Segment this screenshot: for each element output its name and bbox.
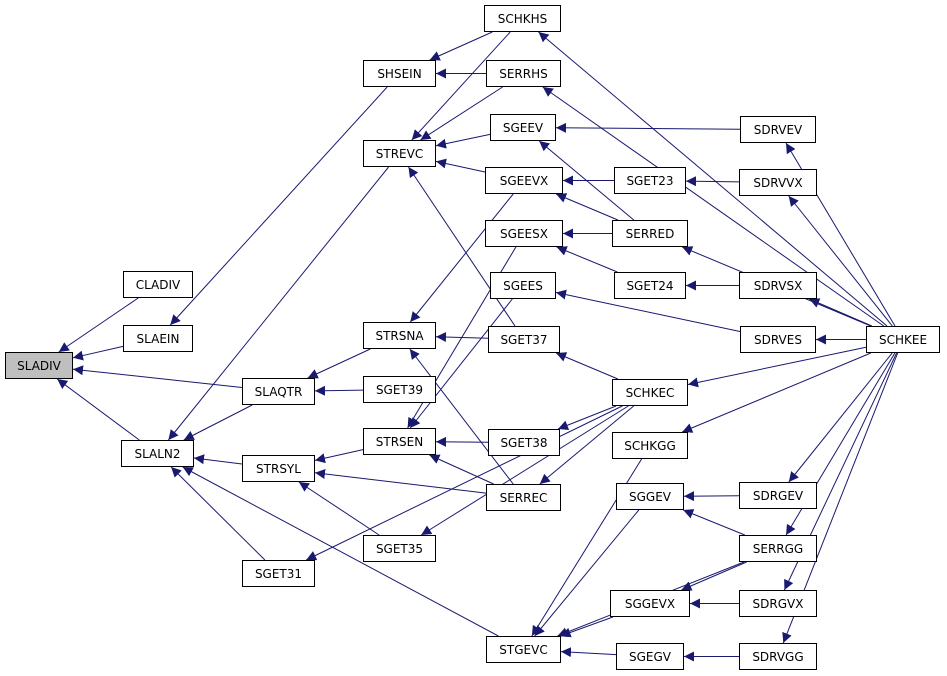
node-sdrvgg[interactable]: SDRVGG (739, 643, 817, 670)
node-sdrgvx[interactable]: SDRGVX (739, 590, 817, 617)
node-sget37[interactable]: SGET37 (488, 326, 560, 353)
node-sdrvsx[interactable]: SDRVSX (739, 272, 817, 299)
edge-slaein-to-sladiv (72, 345, 124, 361)
node-slaein[interactable]: SLAEIN (123, 325, 193, 352)
edge-schkee-to-sdrvsx (809, 298, 872, 327)
edge-cladiv-to-sladiv (58, 297, 139, 353)
edge-serrhs-to-strevc (420, 86, 503, 141)
edge-schkee-to-sdrgev (788, 352, 893, 483)
node-schkhs[interactable]: SCHKHS (484, 5, 561, 32)
edge-serrec-to-strsna (409, 348, 514, 485)
node-sgegv[interactable]: SGEGV (616, 643, 684, 670)
edge-strsen-to-strsyl (314, 449, 364, 464)
edge-slaqtr-to-slaln2 (183, 404, 253, 441)
edge-schkec-to-sget38 (557, 405, 617, 430)
edge-serrgg-to-sggev (683, 509, 745, 536)
edge-sgeevx-to-strevc (435, 158, 486, 173)
edge-serrec-to-strsyl (314, 469, 487, 494)
edge-schkhs-to-shsein (429, 31, 493, 61)
edge-stgevc-to-slaln2 (182, 466, 499, 637)
node-sgees[interactable]: SGEES (490, 272, 556, 299)
edge-slaqtr-to-sladiv (72, 365, 243, 388)
edge-sggevx-to-stgevc (560, 616, 614, 638)
node-slaqtr[interactable]: SLAQTR (242, 378, 315, 405)
edge-schkec-to-serrec (539, 405, 635, 485)
edge-schkec-to-sget37 (555, 352, 619, 380)
node-strsyl[interactable]: STRSYL (242, 455, 315, 482)
node-sggevx[interactable]: SGGEVX (610, 590, 690, 617)
node-slaln2[interactable]: SLALN2 (121, 440, 194, 467)
edge-slaln2-to-sladiv (56, 378, 140, 441)
edge-sgeevx-to-strsna (409, 193, 514, 323)
node-sget31[interactable]: SGET31 (242, 560, 315, 587)
node-strsen[interactable]: STRSEN (363, 428, 436, 455)
edge-schkee-to-schkhs (538, 31, 888, 327)
node-serred[interactable]: SERRED (612, 220, 688, 247)
edge-schkee-to-schkgg (682, 352, 871, 433)
edge-sget37-to-strevc (408, 166, 516, 327)
node-stgevc[interactable]: STGEVC (486, 636, 561, 663)
edge-sdrves-to-sgees (555, 289, 741, 332)
node-sget39[interactable]: SGET39 (363, 376, 436, 403)
node-cladiv[interactable]: CLADIV (123, 271, 193, 298)
edge-sggev-to-stgevc (534, 509, 640, 637)
node-serrgg[interactable]: SERRGG (739, 535, 817, 562)
node-strevc[interactable]: STREVC (363, 140, 436, 167)
edge-strevc-to-slaln2 (168, 166, 389, 441)
node-sgeevx[interactable]: SGEEVX (485, 167, 563, 194)
node-sggev[interactable]: SGGEV (616, 483, 684, 510)
node-sget38[interactable]: SGET38 (488, 429, 560, 456)
node-schkee[interactable]: SCHKEE (866, 326, 940, 353)
edge-sgegv-to-stgevc (560, 647, 617, 658)
edge-strsna-to-slaqtr (307, 348, 371, 379)
edge-sget24-to-sgeesx (556, 246, 618, 273)
edge-serrgg-to-sggevx (681, 561, 747, 591)
edge-shsein-to-slaein (169, 86, 388, 326)
node-sdrvvx[interactable]: SDRVVX (739, 169, 817, 196)
node-sdrves[interactable]: SDRVES (740, 326, 816, 353)
node-shsein[interactable]: SHSEIN (363, 60, 436, 87)
node-sget35[interactable]: SGET35 (363, 535, 436, 562)
edge-sget31-to-slaln2 (170, 466, 266, 561)
edge-schkee-to-schkec (687, 346, 867, 388)
edge-schkee-to-sdrvvx (788, 195, 893, 327)
edge-schkec-to-sget31 (305, 405, 623, 561)
node-sladiv: SLADIV (5, 352, 73, 379)
edge-sget39-to-slaqtr (314, 385, 364, 396)
edge-serrec-to-strsen (429, 454, 494, 485)
node-sget24[interactable]: SGET24 (614, 272, 686, 299)
edge-sdrvvx-to-sget23 (685, 176, 740, 187)
node-sgeev[interactable]: SGEEV (490, 114, 556, 141)
edge-sget35-to-strsyl (298, 481, 380, 536)
node-schkgg[interactable]: SCHKGG (612, 432, 688, 459)
node-schkec[interactable]: SCHKEC (612, 379, 688, 406)
node-sdrvev[interactable]: SDRVEV (740, 116, 816, 143)
edge-strsyl-to-slaln2 (193, 454, 243, 465)
node-strsna[interactable]: STRSNA (363, 322, 436, 349)
node-serrec[interactable]: SERREC (486, 484, 561, 511)
edge-sdrvev-to-sgeev (555, 122, 741, 133)
edge-schkhs-to-strevc (411, 31, 511, 141)
node-sgeesx[interactable]: SGEESX (485, 220, 563, 247)
node-sdrgev[interactable]: SDRGEV (739, 482, 817, 509)
edge-schkee-to-serrhs (542, 86, 884, 327)
edge-sgees-to-strsen (409, 298, 513, 429)
node-serrhs[interactable]: SERRHS (486, 60, 561, 87)
edge-sgeev-to-strevc (435, 133, 491, 149)
edge-serred-to-sgeevx (555, 193, 619, 221)
edge-schkec-to-sget35 (420, 405, 629, 536)
node-sget23[interactable]: SGET23 (614, 167, 686, 194)
